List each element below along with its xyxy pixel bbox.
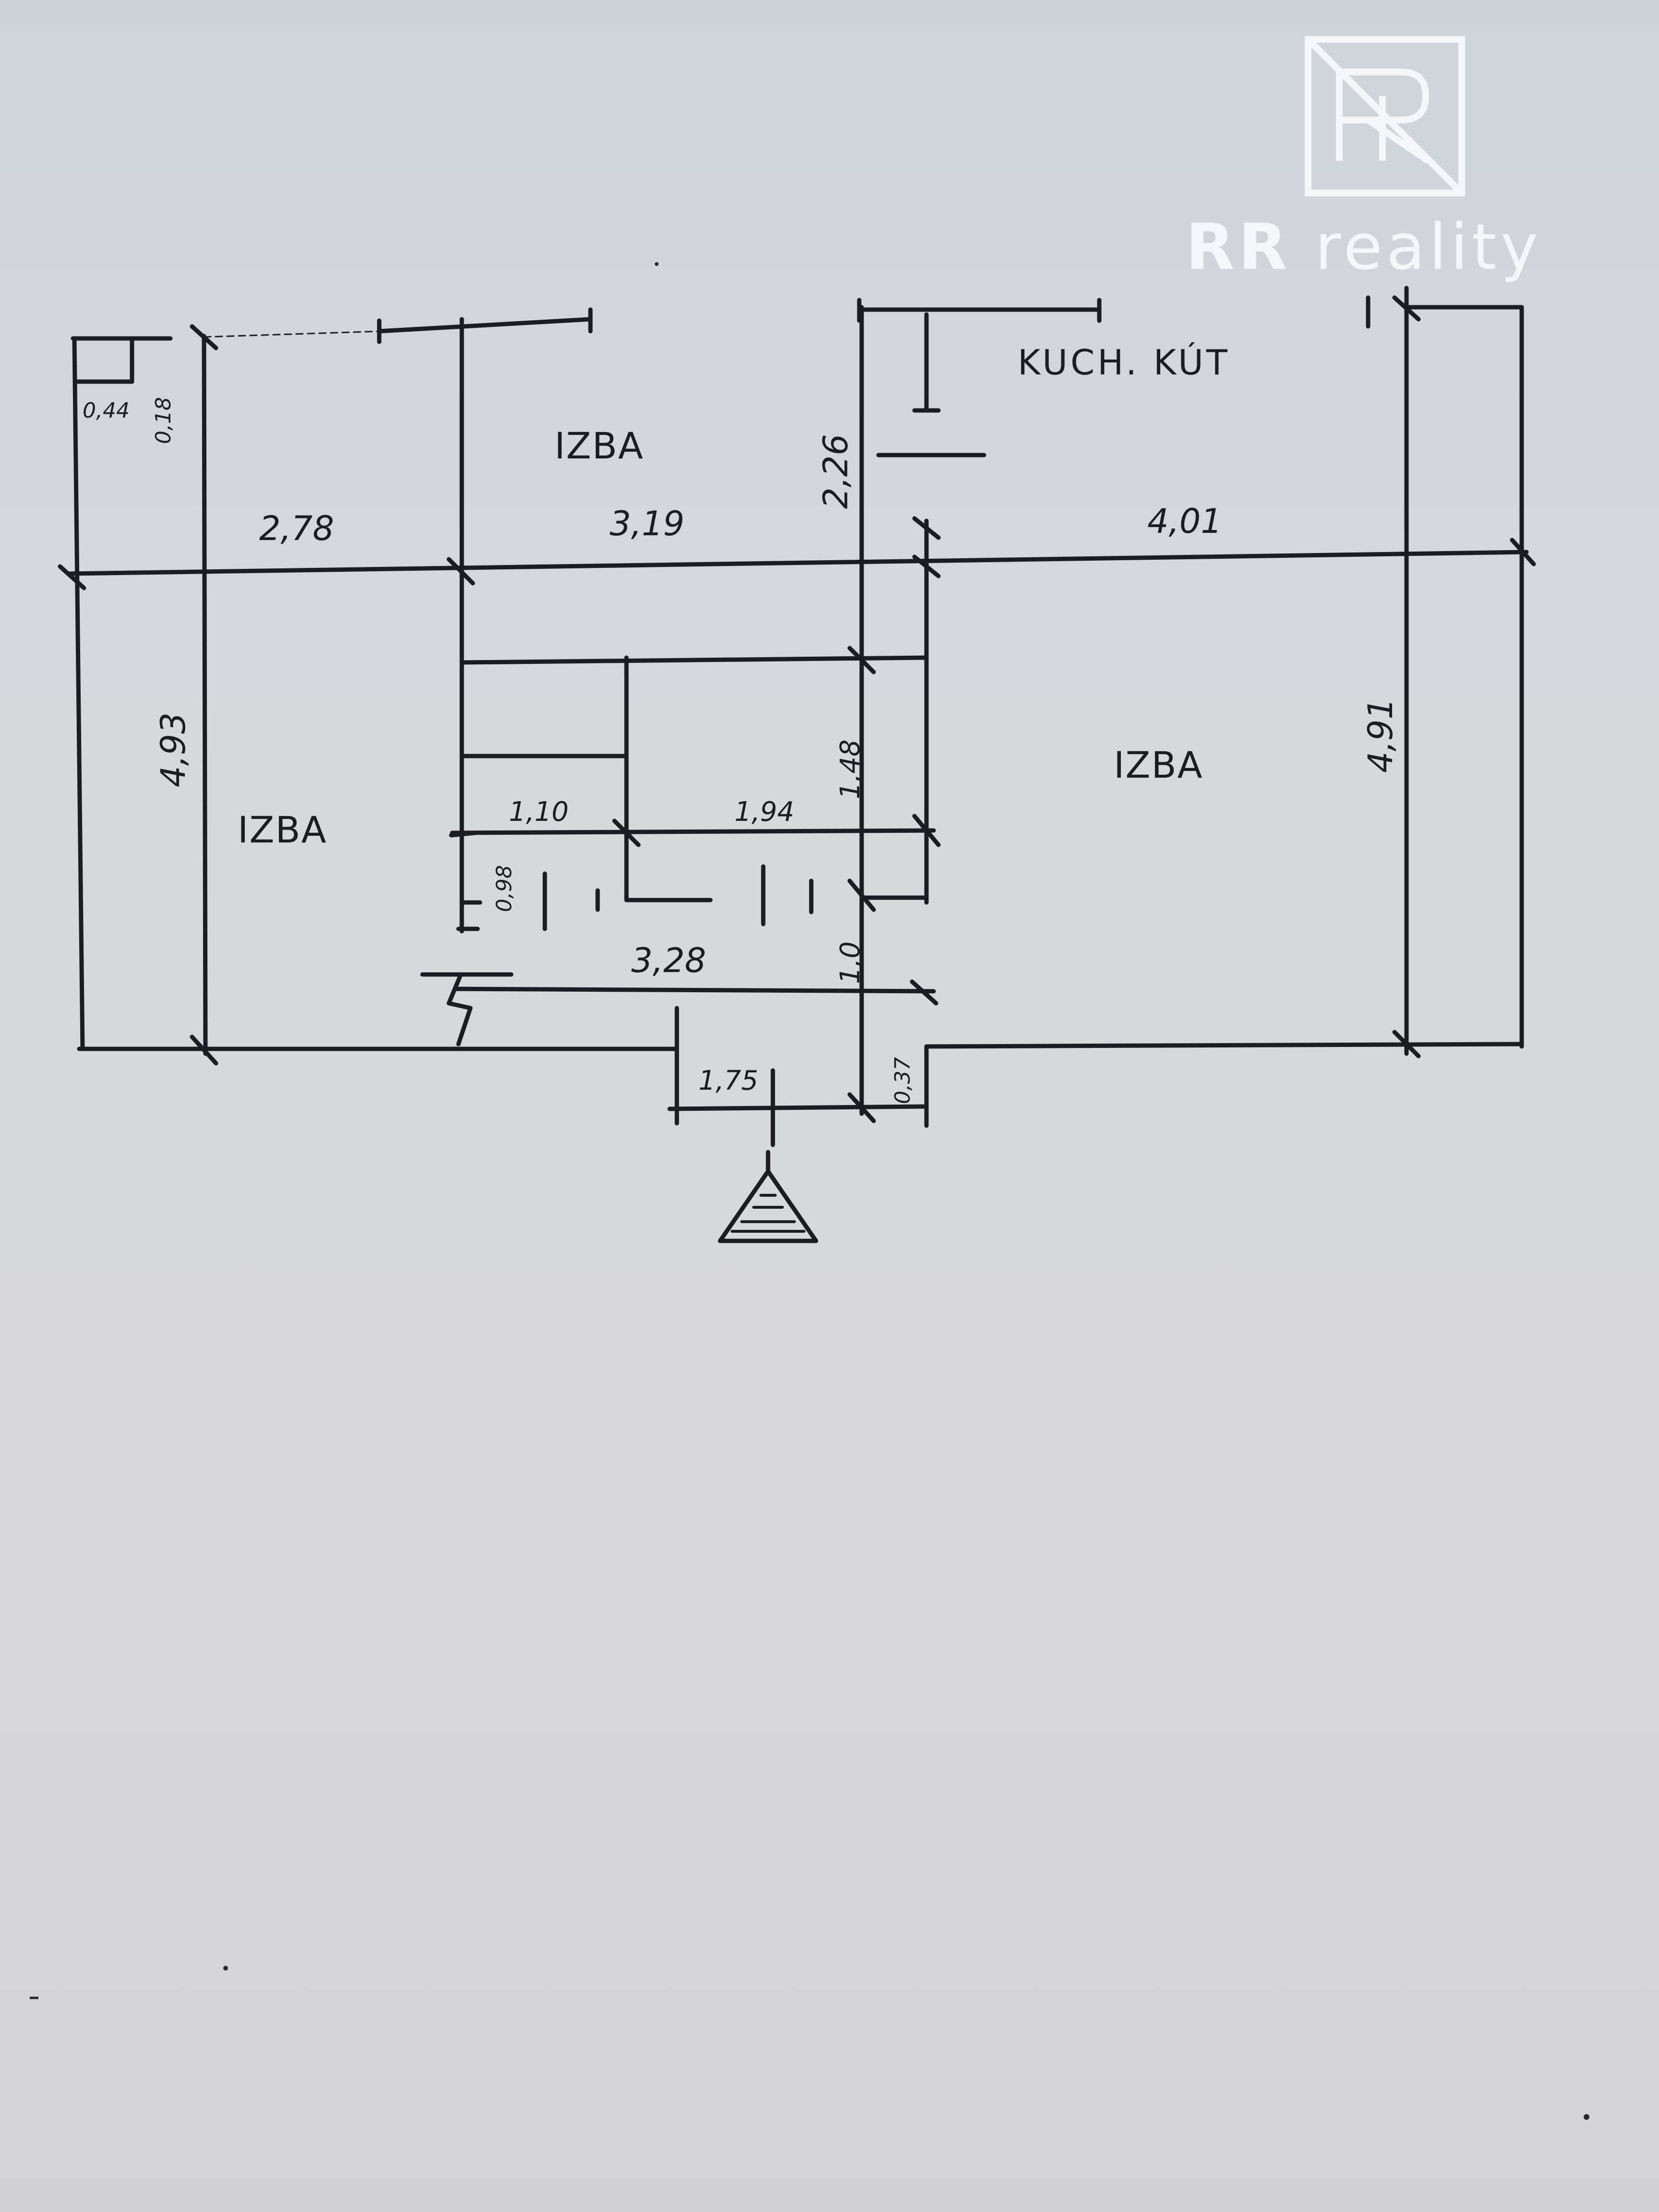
entrance-arrow-icon [718, 1150, 818, 1243]
brand-logo: RR reality [1186, 36, 1542, 284]
dim-0-18: 0,18 [151, 397, 176, 444]
dim-2-26: 2,26 [816, 434, 855, 509]
room-label-right: IZBA [1114, 744, 1203, 786]
dim-2-78: 2,78 [259, 509, 334, 548]
dim-4-91: 4,91 [1361, 698, 1400, 773]
dim-4-93: 4,93 [154, 712, 193, 787]
plan-walls [58, 286, 1536, 1147]
dim-0-98: 0,98 [492, 865, 517, 912]
room-label-top: IZBA [554, 424, 644, 467]
brand-name: RR reality [1186, 210, 1542, 284]
dim-1-48: 1,48 [835, 739, 866, 799]
paper-speck [655, 262, 659, 266]
dim-3-19: 3,19 [610, 504, 685, 543]
dim-3-28: 3,28 [631, 941, 706, 980]
dim-4-01: 4,01 [1147, 502, 1222, 541]
paper-speck [223, 1966, 228, 1971]
dim-1-0: 1,0 [835, 941, 866, 984]
dim-0-44: 0,44 [83, 398, 130, 423]
room-label-left: IZBA [238, 808, 327, 851]
rr-logo-mark-icon [1305, 36, 1465, 196]
dim-1-75: 1,75 [698, 1065, 758, 1096]
dim-0-37: 0,37 [890, 1057, 915, 1104]
dim-1-94: 1,94 [734, 796, 794, 828]
kitchen-label: KUCH. KÚT [1018, 342, 1230, 383]
paper-speck [1584, 2114, 1589, 2120]
dim-1-10: 1,10 [509, 796, 569, 828]
